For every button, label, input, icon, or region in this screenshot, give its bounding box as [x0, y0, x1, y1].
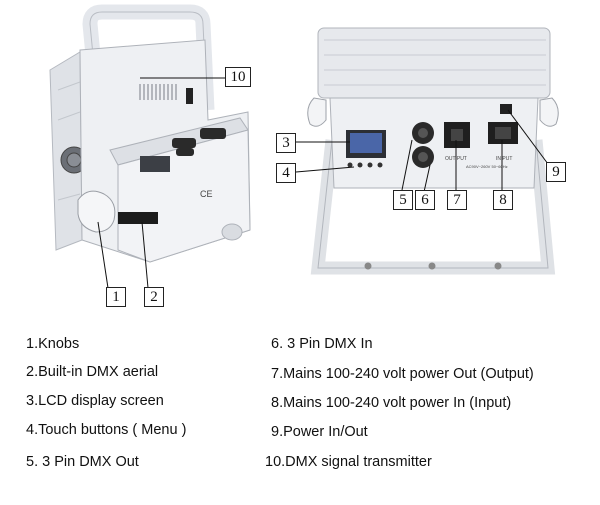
- callout-1: 1: [106, 287, 126, 307]
- callout-5: 5: [393, 190, 413, 210]
- callout-6: 6: [415, 190, 435, 210]
- ce-mark: CE: [200, 189, 213, 199]
- legend-item-dmx-in: 6. 3 Pin DMX In: [271, 336, 373, 352]
- right-device-back-view: OUT PUT IN PUT AC90V~260V 50~60Hz: [307, 27, 559, 275]
- legend-item-power-out: 7.Mains 100-240 volt power Out (Output): [271, 366, 534, 382]
- legend-item-power-in: 8.Mains 100-240 volt power In (Input): [271, 395, 512, 411]
- vent-slots: [139, 84, 177, 100]
- legend-item-lcd: 3.LCD display screen: [26, 393, 164, 409]
- callout-4: 4: [276, 163, 296, 183]
- callout-10: 10: [225, 67, 251, 87]
- callout-7: 7: [447, 190, 467, 210]
- callout-3: 3: [276, 133, 296, 153]
- legend-item-knobs: 1.Knobs: [26, 336, 80, 352]
- callout-2: 2: [144, 287, 164, 307]
- label-voltage: AC90V~260V 50~60Hz: [466, 164, 508, 169]
- legend-item-power-in-out: 9.Power In/Out: [271, 424, 368, 440]
- legend-item-dmx-transmitter: 10.DMX signal transmitter: [265, 454, 432, 470]
- product-diagram: CE OUT PUT: [49, 4, 559, 289]
- legend-item-dmx-out: 5. 3 Pin DMX Out: [26, 454, 139, 470]
- leader-lines: [97, 77, 549, 289]
- left-device-side-view: CE: [49, 4, 251, 263]
- callout-8: 8: [493, 190, 513, 210]
- legend-item-dmx-aerial: 2.Built-in DMX aerial: [26, 364, 159, 380]
- callout-9: 9: [546, 162, 566, 182]
- legend-item-touch-buttons: 4.Touch buttons ( Menu ): [26, 422, 187, 438]
- label-input: IN PUT: [496, 156, 512, 162]
